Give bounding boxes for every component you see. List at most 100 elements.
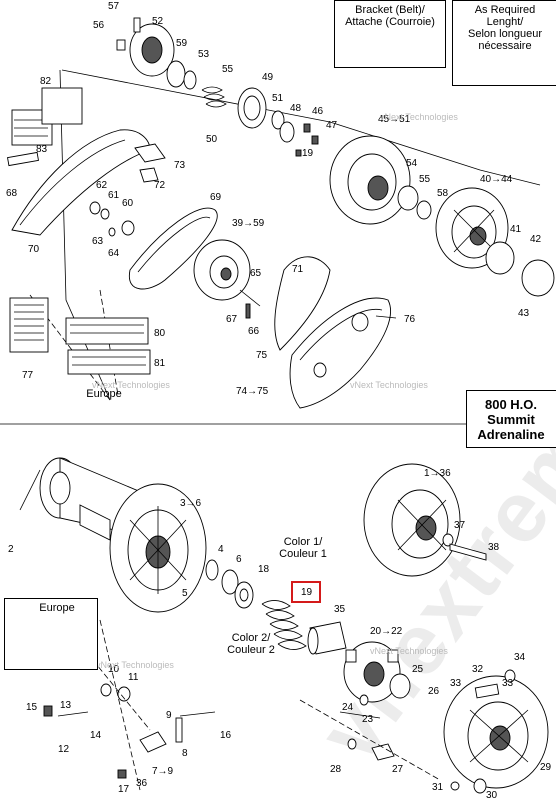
drive-pulley-39-59 [193,239,261,307]
required-length-box: As Required Lenght/ Selon longueur néces… [452,0,556,86]
spring-55 [201,86,227,108]
callout-60: 60 [122,198,134,209]
callout-25: 25 [412,664,424,675]
callout-47: 47 [326,120,338,131]
callout-12b: 12 [58,744,70,755]
callout-20-22: 20→22 [370,626,403,637]
color2-label: Color 2/ Couleur 2 [227,632,275,656]
callout-16: 16 [220,730,232,741]
callout-69: 69 [210,192,222,203]
callout-46: 46 [312,106,324,117]
callout-51: 51 [272,93,284,104]
callout-32: 32 [472,664,484,675]
callout-42: 42 [530,234,542,245]
callout-6: 6 [236,554,242,565]
callout-50: 50 [206,134,218,145]
callout-68: 68 [6,188,18,199]
callout-48: 48 [290,103,302,114]
callout-53: 53 [198,49,210,60]
callout-33a: 33 [450,678,462,689]
callout-74-75: 74→75 [236,386,269,397]
callout-15b: 15 [26,702,38,713]
callout-82: 82 [40,76,52,87]
callout-4: 4 [218,544,224,555]
callout-19: 19 [301,587,313,598]
watermark-3: vNext Technologies [350,380,428,390]
callout-18: 18 [258,564,270,575]
callout-26: 26 [428,686,440,697]
callout-7-9: 7→9 [152,766,174,777]
callout-67: 67 [226,314,238,325]
callout-34: 34 [514,652,526,663]
callout-62: 62 [96,180,108,191]
bracket-box: Bracket (Belt)/ Attache (Courroie) [334,0,446,68]
europe-box-title: Europe [39,602,75,614]
highlight-box-19 [291,581,321,603]
callout-70: 70 [28,244,40,255]
callout-45-51: 45→51 [378,114,411,125]
callout-52: 52 [152,16,164,27]
callout-13: 13 [60,700,72,711]
callout-80: 80 [154,328,166,339]
callout-43: 43 [518,308,530,319]
callout-55: 55 [222,64,234,75]
callout-61: 61 [108,190,120,201]
callout-3-6: 3→6 [180,498,202,509]
drive-pulley-3-6 [109,483,207,613]
callout-75: 75 [256,350,268,361]
model-box: 800 H.O. Summit Adrenaline [466,390,556,448]
watermark-2: vNext Technologies [92,380,170,390]
governor-cup-29 [443,675,549,789]
callout-29: 29 [540,762,552,773]
callout-33b: 33 [502,678,514,689]
watermark-4: vNext Technologies [96,660,174,670]
callout-2: 2 [8,544,14,555]
callout-49: 49 [262,72,274,83]
callout-5: 5 [182,588,188,599]
callout-40-44: 40→44 [480,174,513,185]
callout-31: 31 [432,782,444,793]
belt-guard-cover-75 [289,297,392,409]
callout-36: 36 [136,778,148,789]
model-title: 800 H.O. Summit Adrenaline [477,397,545,442]
belt-guard [11,129,151,236]
callout-73: 73 [174,160,186,171]
callout-72: 72 [154,180,166,191]
driven-pulley-assembly [329,135,432,225]
sleeve-35 [307,621,347,655]
callout-41: 41 [510,224,522,235]
callout-11: 11 [128,672,139,683]
callout-54: 54 [406,158,418,169]
bracket-box-title: Bracket (Belt)/ Attache (Courroie) [345,4,435,28]
callout-38: 38 [488,542,500,553]
callout-58: 58 [437,188,449,199]
sleeve-49 [237,87,267,129]
drive-belt [128,207,218,290]
callout-59: 59 [176,38,188,49]
watermark-5: vNext Technologies [370,646,448,656]
belt-guard-panel-71 [274,256,331,351]
callout-65: 65 [250,268,262,279]
callout-14: 14 [90,730,102,741]
callout-37: 37 [454,520,466,531]
spider-20-22 [343,641,401,703]
callout-76: 76 [404,314,416,325]
callout-23: 23 [362,714,374,725]
color1-label: Color 1/ Couleur 1 [279,536,327,560]
callout-17: 17 [118,784,130,795]
spring-19 [261,600,307,650]
callout-35: 35 [334,604,346,615]
callout-28: 28 [330,764,342,775]
required-length-title: As Required Lenght/ Selon longueur néces… [467,4,542,52]
callout-19-top: 19 [302,148,314,159]
callout-9: 9 [166,710,172,721]
callout-66: 66 [248,326,260,337]
watermark-1: vNext Technologies [380,112,458,122]
callout-81: 81 [154,358,166,369]
europe-box: Europe [4,598,98,670]
callout-27: 27 [392,764,404,775]
sliding-sheave-1-36 [363,463,461,577]
callout-10: 10 [108,664,120,675]
